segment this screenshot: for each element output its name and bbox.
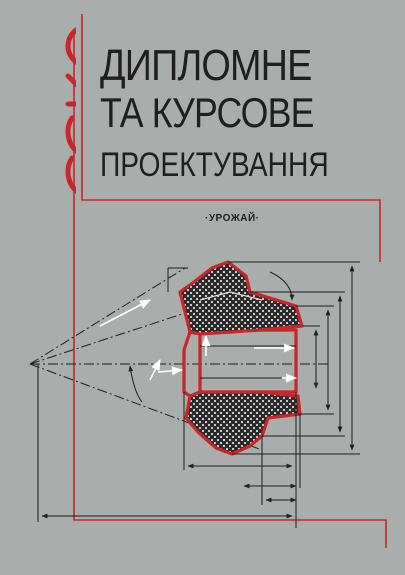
gear-lower-section xyxy=(184,390,302,456)
gear-upper-section xyxy=(178,260,304,336)
title-line-3: ПРОЕКТУВАННЯ xyxy=(100,146,329,184)
red-frame xyxy=(73,14,387,548)
title-line-1: ДИПЛОМНЕ xyxy=(100,41,312,90)
series-logo xyxy=(65,21,76,195)
publisher-name: ·УРОЖАЙ· xyxy=(205,213,260,224)
white-arrows xyxy=(99,299,298,383)
extension-lines xyxy=(37,261,360,528)
title-line-2: ТА КУРСОВЕ xyxy=(100,89,314,136)
gear-body xyxy=(182,328,298,398)
dimension-lines xyxy=(41,265,355,519)
